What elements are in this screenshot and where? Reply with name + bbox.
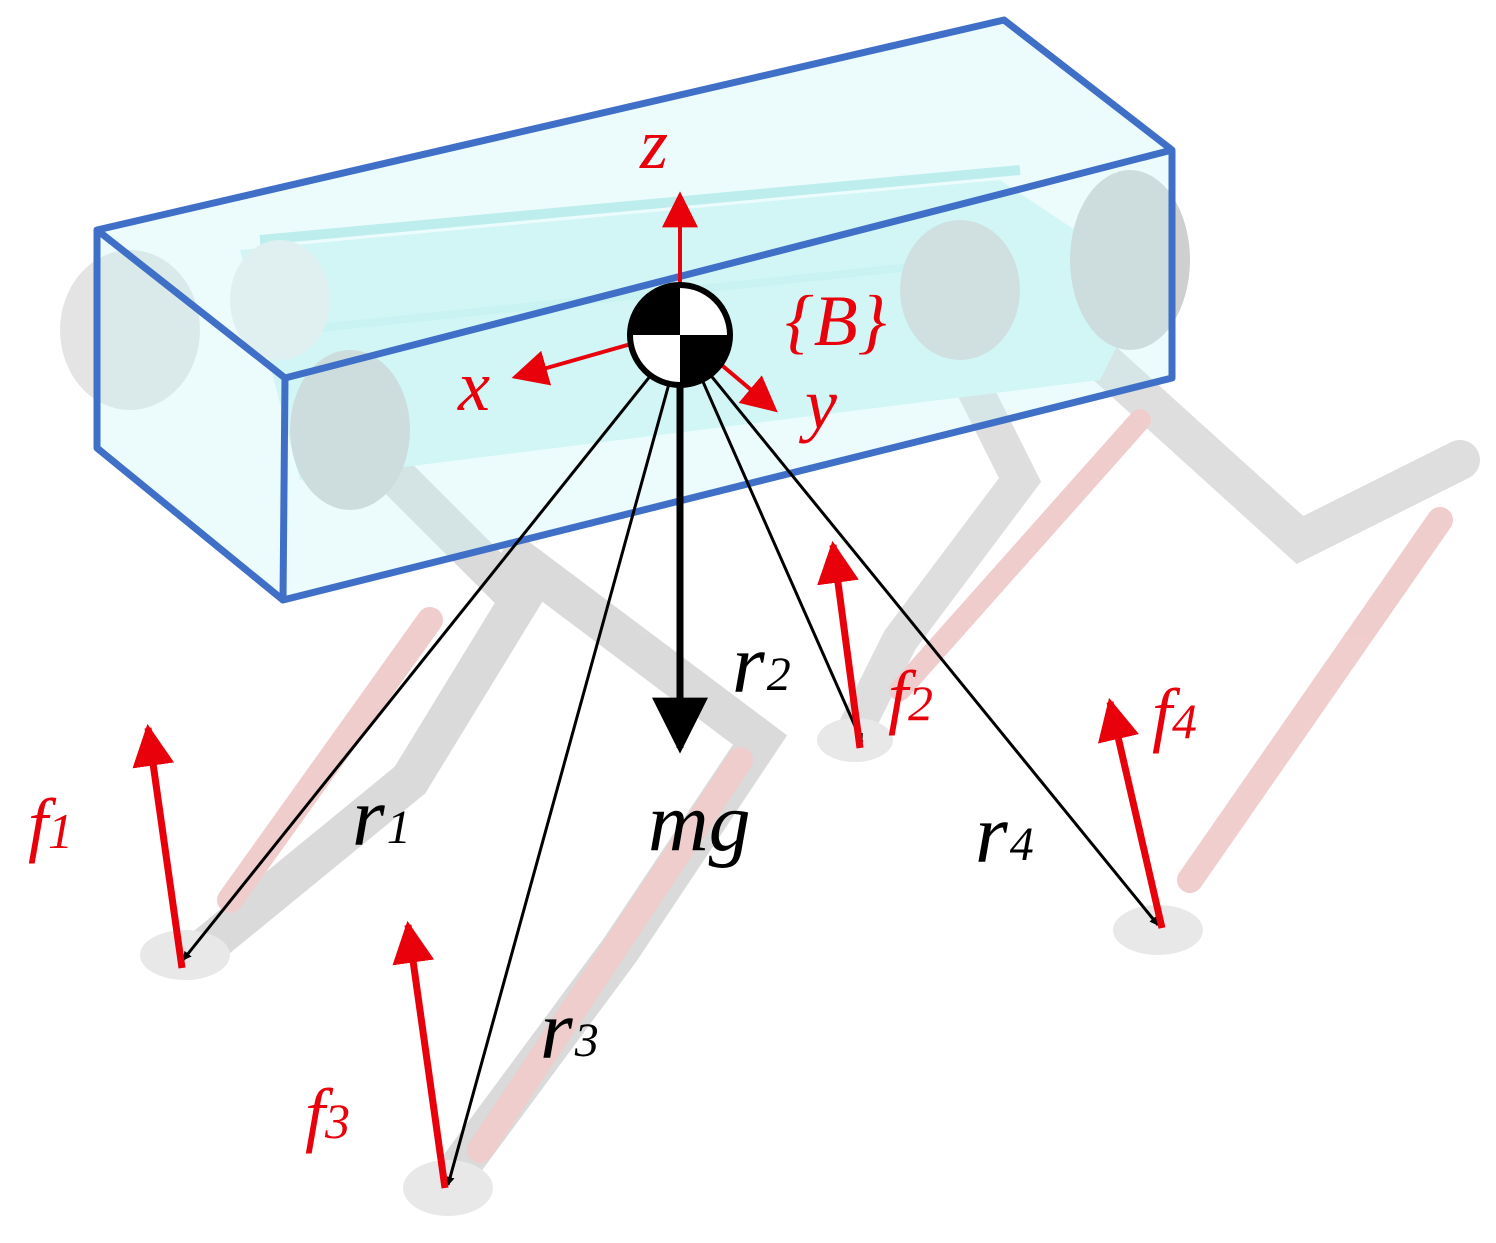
robot-feet <box>140 718 1203 1216</box>
x-axis-label: x <box>457 346 490 426</box>
labels: z x y {B} mg r1 r2 r3 r4 f1 f2 f3 f4 <box>28 104 1197 1154</box>
f4-label: f4 <box>1152 674 1197 754</box>
center-of-mass-symbol <box>627 282 733 388</box>
gravity-label: mg <box>648 776 751 869</box>
r3-label: r3 <box>540 984 599 1077</box>
r4-label: r4 <box>975 788 1034 881</box>
f3-label-sub: 3 <box>324 1093 350 1149</box>
force-f4 <box>1098 697 1166 929</box>
force-f2 <box>817 540 864 749</box>
position-vectors <box>181 369 1160 1186</box>
r3-label-base: r <box>540 984 573 1077</box>
vector-r1 <box>181 369 657 961</box>
z-axis-label: z <box>639 104 668 184</box>
frame-label: {B} <box>785 281 887 361</box>
ground-reaction-forces <box>132 540 1166 1189</box>
r3-label-sub: 3 <box>574 1014 599 1067</box>
r4-label-sub: 4 <box>1010 818 1034 871</box>
r2-label-sub: 2 <box>767 648 791 701</box>
r2-label-base: r <box>732 618 765 711</box>
r1-label-base: r <box>352 771 385 864</box>
f4-label-sub: 4 <box>1172 693 1197 749</box>
r2-label: r2 <box>732 618 791 711</box>
f1-label: f1 <box>28 784 73 864</box>
vector-r2 <box>698 374 864 743</box>
force-f1 <box>132 723 186 969</box>
f3-label: f3 <box>305 1074 350 1154</box>
vector-r4 <box>706 371 1160 926</box>
r4-label-base: r <box>975 788 1008 881</box>
f2-label-sub: 2 <box>908 675 933 731</box>
force-f3 <box>392 920 449 1189</box>
f2-label: f2 <box>888 656 933 736</box>
r1-label: r1 <box>352 771 411 864</box>
robot-motors <box>60 170 1190 510</box>
y-axis-label: y <box>798 364 837 444</box>
r1-label-sub: 1 <box>387 801 411 854</box>
f1-label-sub: 1 <box>48 803 73 859</box>
vector-r3 <box>445 379 672 1186</box>
